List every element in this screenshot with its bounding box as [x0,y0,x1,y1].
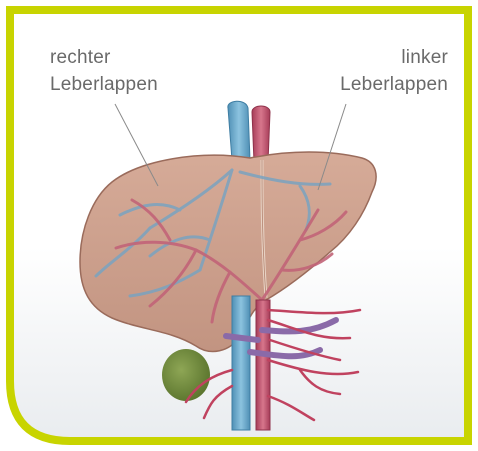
aorta [252,106,270,162]
gallbladder [162,349,210,401]
vena-cava [228,101,250,160]
